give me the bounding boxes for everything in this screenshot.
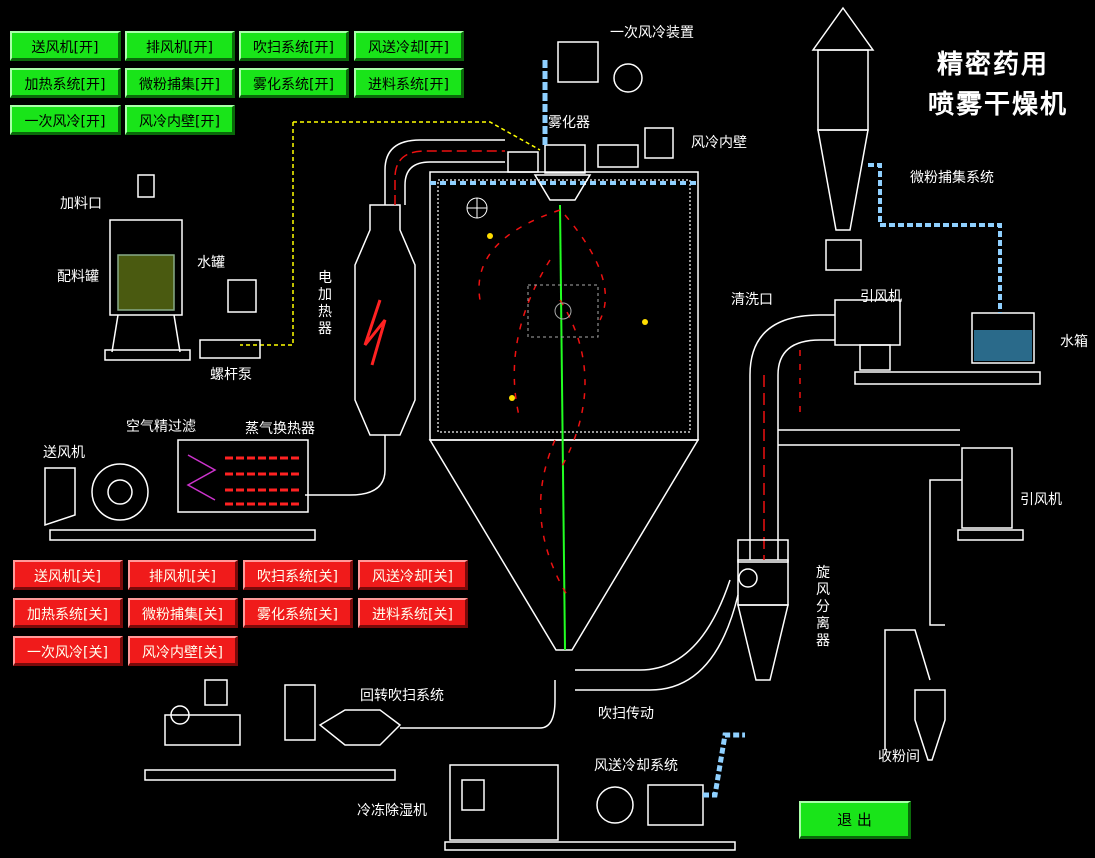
primary-cooling-off-button[interactable]: 一次风冷[关] [13,636,123,666]
exit-button[interactable]: 退 出 [799,801,911,839]
powder-collector [914,689,946,761]
air-cooling-off-button[interactable]: 风送冷却[关] [358,560,468,590]
steam-exchanger [177,439,309,513]
water-box [971,312,1035,364]
label-blower: 送风机 [43,445,85,461]
label-dehumidifier: 冷冻除湿机 [357,803,427,819]
label-fine-powder: 微粉捕集系统 [910,170,994,186]
label-primary-cooling: 一次风冷装置 [610,25,694,41]
label-feed-port: 加料口 [60,196,102,212]
wall-cooling-on-button[interactable]: 风冷内壁[开] [125,105,235,135]
rotary-purge [164,714,241,746]
atomizing-system-on-button[interactable]: 雾化系统[开] [239,68,349,98]
exhaust-fan-off-button[interactable]: 排风机[关] [128,560,238,590]
air-cooling-on-button[interactable]: 风送冷却[开] [354,31,464,61]
chamber-cone [428,439,700,651]
fine-powder-off-button[interactable]: 微粉捕集[关] [128,598,238,628]
label-cyclone: 旋风分离器 [816,565,830,649]
label-air-filter: 空气精过滤 [126,419,196,435]
label-clean-port: 清洗口 [731,292,773,308]
induced-fan-right [961,447,1013,529]
label-induced-fan-right: 引风机 [1020,492,1062,508]
purge-system-off-button[interactable]: 吹扫系统[关] [243,560,353,590]
page-title: 精密药用 [937,50,1050,80]
label-atomizer: 雾化器 [548,115,590,131]
label-rotary-purge: 回转吹扫系统 [360,688,444,704]
label-purge-drive: 吹扫传动 [598,706,654,722]
blower-off-button[interactable]: 送风机[关] [13,560,123,590]
dehumidifier [449,764,559,841]
induced-fan-top [834,299,901,346]
page-subtitle: 喷雾干燥机 [928,90,1069,120]
fine-powder-on-button[interactable]: 微粉捕集[开] [125,68,235,98]
label-steam-exchanger: 蒸气换热器 [245,421,315,437]
heating-system-off-button[interactable]: 加热系统[关] [13,598,123,628]
exhaust-fan-on-button[interactable]: 排风机[开] [125,31,235,61]
feed-system-off-button[interactable]: 进料系统[关] [358,598,468,628]
label-electric-heater: 电加热器 [318,270,332,337]
blower-fan [91,463,149,521]
screw-pump [199,339,261,359]
label-water-box: 水箱 [1060,334,1088,350]
fine-powder-tower [811,6,875,51]
feed-system-on-button[interactable]: 进料系统[开] [354,68,464,98]
mixing-tank [109,219,183,316]
drying-chamber [429,171,699,441]
label-induced-fan-top: 引风机 [860,289,902,305]
label-small-water-tank: 水罐 [197,255,225,271]
label-screw-pump: 螺杆泵 [210,367,252,383]
spark-markers [487,233,648,401]
label-air-cooling-sys: 风送冷却系统 [594,758,678,774]
label-powder-room: 收粉间 [878,749,920,765]
purge-system-on-button[interactable]: 吹扫系统[开] [239,31,349,61]
blower-on-button[interactable]: 送风机[开] [10,31,121,61]
primary-cooling-fan [613,63,643,93]
atomizer-body [533,174,592,201]
cyclone-separator [737,559,789,606]
wall-cooling-off-button[interactable]: 风冷内壁[关] [128,636,238,666]
heating-system-on-button[interactable]: 加热系统[开] [10,68,121,98]
small-water-tank [227,279,257,313]
label-wall-cooling: 风冷内壁 [691,135,747,151]
electric-heater [354,204,416,436]
atomizing-system-off-button[interactable]: 雾化系统[关] [243,598,353,628]
label-mixing-tank: 配料罐 [57,269,99,285]
primary-cooling-on-button[interactable]: 一次风冷[开] [10,105,121,135]
